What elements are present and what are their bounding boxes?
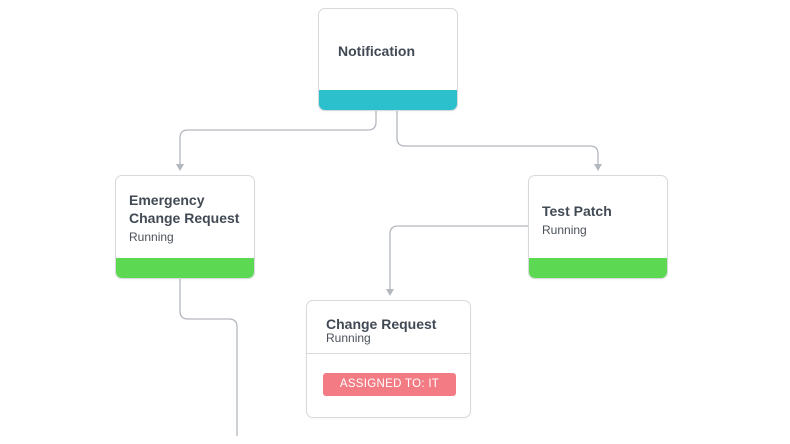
node-status: Running bbox=[129, 230, 174, 244]
connector-notification-to-emergency bbox=[179, 111, 377, 164]
node-title: Notification bbox=[338, 43, 415, 59]
node-status: Running bbox=[542, 223, 587, 237]
node-title: Emergency Change Request bbox=[129, 192, 240, 226]
assigned-badge: ASSIGNED TO: IT bbox=[323, 373, 456, 396]
node-title: Test Patch bbox=[542, 203, 612, 219]
node-test-patch[interactable]: Test Patch Running bbox=[528, 175, 668, 279]
node-title: Change Request bbox=[326, 316, 437, 332]
divider bbox=[307, 353, 470, 354]
node-status-bar bbox=[116, 258, 254, 278]
connector-notification-to-testpatch bbox=[396, 111, 599, 164]
arrowhead-change bbox=[386, 289, 394, 296]
node-change-request[interactable]: Change Request Running ASSIGNED TO: IT bbox=[306, 300, 471, 418]
arrowhead-testpatch bbox=[594, 164, 602, 171]
node-status: Running bbox=[326, 331, 371, 345]
node-status-bar bbox=[529, 258, 667, 278]
arrowhead-emergency bbox=[176, 164, 184, 171]
connector-emergency-outgoing bbox=[179, 279, 238, 436]
node-status-bar bbox=[319, 90, 457, 110]
node-notification[interactable]: Notification bbox=[318, 8, 458, 111]
node-emergency-change-request[interactable]: Emergency Change Request Running bbox=[115, 175, 255, 279]
connector-testpatch-to-change bbox=[389, 225, 528, 289]
